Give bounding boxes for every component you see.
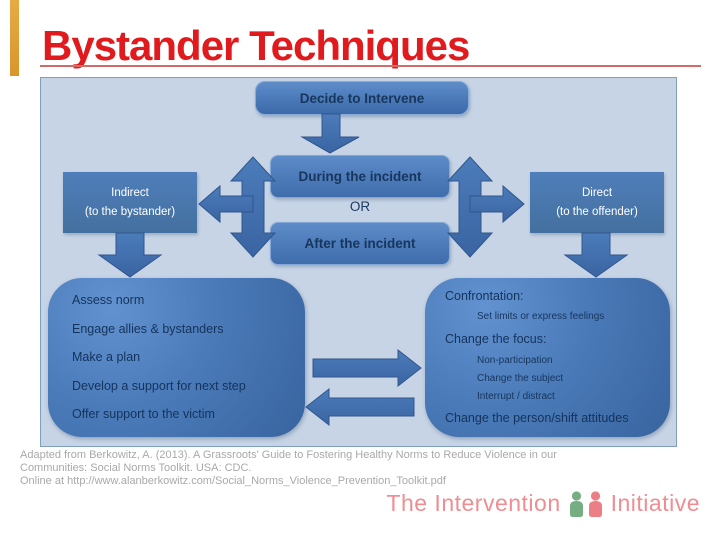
decide-box-label: Decide to Intervene bbox=[299, 90, 425, 106]
list-item: Offer support to the victim bbox=[72, 407, 215, 421]
list-item: Develop a support for next step bbox=[72, 378, 246, 393]
list-item: Assess norm bbox=[72, 293, 145, 307]
indirect-box-line2: (to the bystander) bbox=[84, 205, 176, 218]
or-label: OR bbox=[349, 199, 371, 214]
list-item: Confrontation: bbox=[445, 289, 524, 303]
list-item: Engage allies & bystanders bbox=[72, 321, 224, 336]
list-item: Change the subject bbox=[477, 373, 564, 384]
direct-box-line2: (to the offender) bbox=[556, 205, 638, 218]
list-item: Interrupt / distract bbox=[477, 391, 555, 402]
direct-techniques-box: Confrontation: Set limits or express fee… bbox=[425, 278, 670, 437]
decide-to-intervene-box: Decide to Intervene bbox=[255, 81, 469, 115]
list-item: Make a plan bbox=[72, 350, 141, 364]
accent-bar bbox=[10, 0, 19, 76]
citation-line: Communities: Social Norms Toolkit. USA: … bbox=[20, 462, 252, 475]
person-icon-pink bbox=[588, 490, 602, 517]
during-box-label: During the incident bbox=[298, 169, 422, 184]
list-item: Non-participation bbox=[477, 355, 553, 366]
list-item: Change the person/shift attitudes bbox=[445, 411, 629, 425]
indirect-techniques-box: Assess norm Engage allies & bystanders M… bbox=[48, 278, 305, 437]
indirect-box-line1: Indirect bbox=[111, 187, 149, 200]
person-icon-green bbox=[569, 490, 583, 517]
citation-line: Online at http://www.alanberkowitz.com/S… bbox=[20, 475, 446, 488]
title-underline bbox=[40, 65, 701, 67]
citation-footer: Adapted from Berkowitz, A. (2013). A Gra… bbox=[20, 449, 690, 489]
logo-text-prefix: The Intervention bbox=[386, 490, 561, 516]
slide-title: Bystander Techniques bbox=[42, 22, 470, 69]
direct-box-line1: Direct bbox=[581, 187, 613, 200]
logo-text-suffix: Initiative bbox=[610, 490, 700, 516]
during-incident-box: During the incident bbox=[270, 155, 450, 198]
after-incident-box: After the incident bbox=[270, 222, 450, 265]
direct-box: Direct (to the offender) bbox=[530, 172, 664, 233]
after-box-label: After the incident bbox=[304, 236, 416, 251]
indirect-box: Indirect (to the bystander) bbox=[63, 172, 197, 233]
list-item: Set limits or express feelings bbox=[477, 311, 605, 322]
citation-line: Adapted from Berkowitz, A. (2013). A Gra… bbox=[20, 449, 557, 461]
list-item: Change the focus: bbox=[445, 332, 547, 346]
two-people-icon bbox=[568, 490, 604, 517]
intervention-initiative-logo: The Intervention Initiative bbox=[386, 490, 700, 517]
